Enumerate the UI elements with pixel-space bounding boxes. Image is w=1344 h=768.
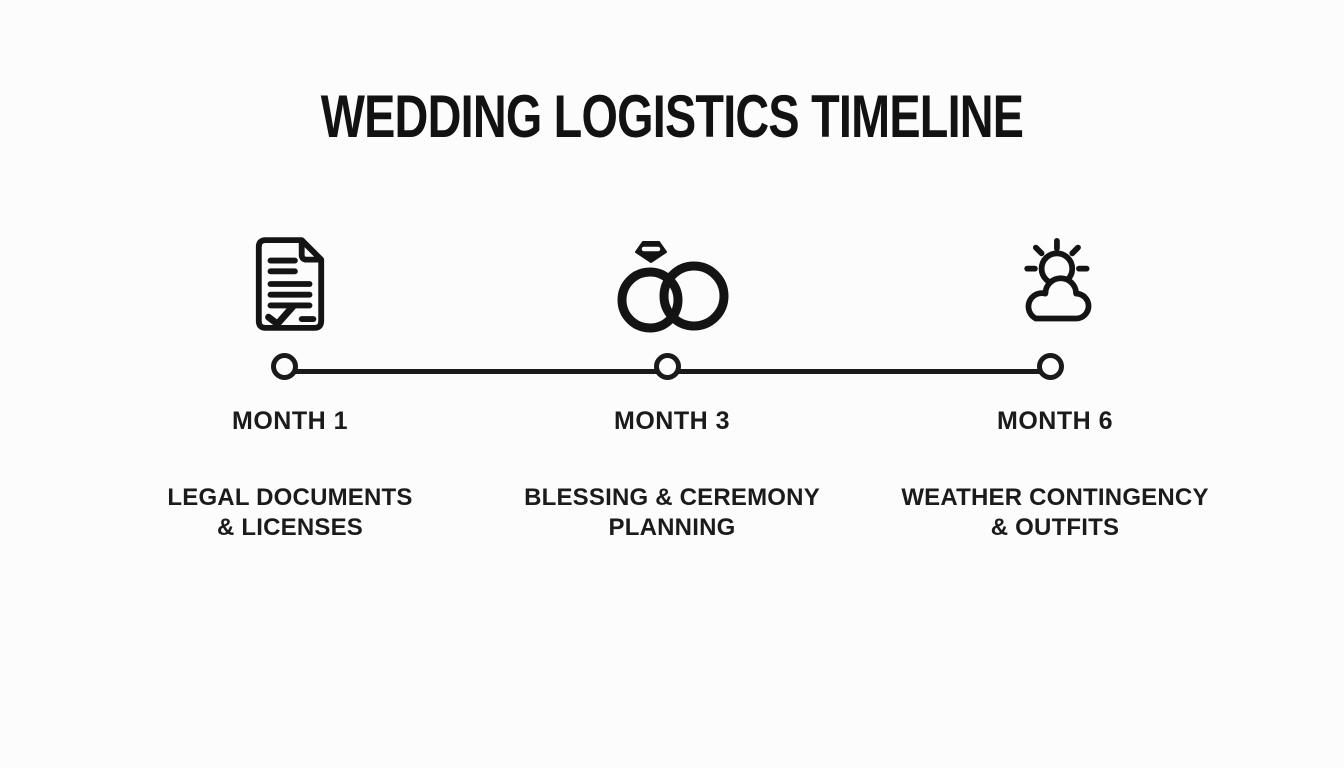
month-label-1: MONTH 1 [232,407,348,435]
task-label-3: WEATHER CONTINGENCY & OUTFITS [875,483,1235,543]
milestone-3-icon-area [875,228,1235,340]
month-label-2: MONTH 3 [614,407,730,435]
sun-behind-cloud-icon [1024,238,1092,322]
task-label-1-line1: LEGAL DOCUMENTS [167,484,413,511]
task-label-1: LEGAL DOCUMENTS & LICENSES [110,483,470,543]
task-label-1-line2: & LICENSES [216,514,364,541]
milestone-month-3: MONTH 3 BLESSING & CEREMONY PLANNING [492,0,852,768]
timeline-node-month-1 [271,353,298,380]
task-label-2-line2: PLANNING [608,514,736,541]
milestone-month-6: MONTH 6 WEATHER CONTINGENCY & OUTFITS [875,0,1235,768]
wedding-rings-icon [617,241,729,333]
milestone-1-icon-area [110,228,470,340]
timeline-node-month-6 [1037,353,1064,380]
task-label-3-line1: WEATHER CONTINGENCY [901,484,1209,511]
month-label-3: MONTH 6 [997,407,1113,435]
milestone-month-1: MONTH 1 LEGAL DOCUMENTS & LICENSES [110,0,470,768]
page-title: WEDDING LOGISTICS TIMELINE [320,83,1024,150]
milestone-2-icon-area [492,228,852,340]
timeline-node-month-3 [654,353,681,380]
task-label-2: BLESSING & CEREMONY PLANNING [492,483,852,543]
task-label-2-line1: BLESSING & CEREMONY [524,484,820,511]
document-checklist-icon [255,237,325,331]
task-label-3-line2: & OUTFITS [990,514,1120,541]
